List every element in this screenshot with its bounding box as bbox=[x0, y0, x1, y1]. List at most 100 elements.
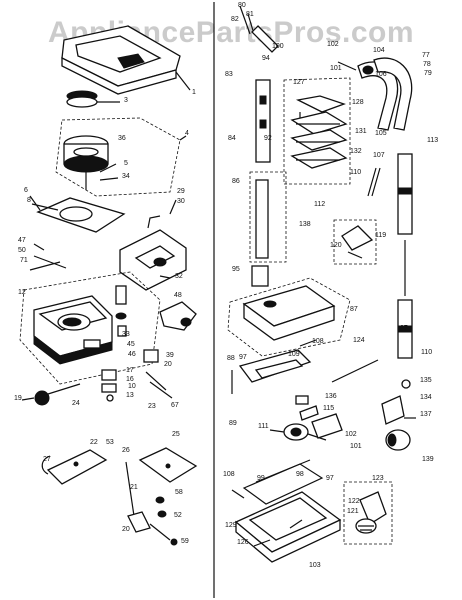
callout-98: 98 bbox=[296, 471, 304, 478]
callout-107: 107 bbox=[373, 152, 385, 159]
callout-81: 81 bbox=[246, 11, 254, 18]
part-plate bbox=[138, 447, 198, 483]
callout-5: 5 bbox=[124, 160, 128, 167]
callout-71: 71 bbox=[20, 257, 28, 264]
callout-92: 92 bbox=[264, 135, 272, 142]
callout-84: 84 bbox=[228, 135, 236, 142]
callout-25: 25 bbox=[172, 431, 180, 438]
callout-101: 101 bbox=[330, 65, 342, 72]
callout-95: 95 bbox=[232, 266, 240, 273]
callout-135: 135 bbox=[420, 377, 432, 384]
callout-79: 79 bbox=[424, 70, 432, 77]
part-upholstery-tool bbox=[333, 219, 377, 265]
callout-115: 115 bbox=[323, 405, 334, 412]
part-rod bbox=[331, 359, 379, 383]
callout-109: 109 bbox=[288, 351, 300, 358]
callout-132: 132 bbox=[350, 148, 362, 155]
callout-46: 46 bbox=[128, 351, 136, 358]
callout-39: 39 bbox=[166, 352, 174, 359]
callout-6: 6 bbox=[24, 187, 28, 194]
callout-120: 120 bbox=[330, 242, 342, 249]
callout-136: 136 bbox=[325, 393, 337, 400]
callout-52: 52 bbox=[174, 512, 182, 519]
callout-50: 50 bbox=[18, 247, 26, 254]
callout-30: 30 bbox=[177, 198, 185, 205]
callout-121: 121 bbox=[347, 508, 359, 515]
callout-4: 4 bbox=[185, 130, 189, 137]
part-crevice-tool bbox=[255, 79, 271, 163]
callout-94: 94 bbox=[262, 55, 270, 62]
callout-24: 24 bbox=[72, 400, 80, 407]
callout-33: 33 bbox=[122, 331, 130, 338]
part-pedal bbox=[41, 449, 108, 485]
callout-104: 104 bbox=[373, 47, 385, 54]
part-wheel-axle bbox=[21, 383, 81, 406]
callout-131: 131 bbox=[355, 128, 367, 135]
callout-27: 27 bbox=[400, 325, 408, 332]
callout-12: 12 bbox=[18, 289, 26, 296]
part-linkage bbox=[125, 461, 178, 546]
callout-126: 126 bbox=[237, 539, 249, 546]
callout-45: 45 bbox=[127, 341, 135, 348]
callout-67: 67 bbox=[171, 402, 179, 409]
part-bracket bbox=[311, 413, 343, 439]
callout-47: 47 bbox=[18, 237, 26, 244]
callout-3: 3 bbox=[124, 97, 128, 104]
callout-102: 102 bbox=[327, 41, 339, 48]
part-wand-top bbox=[239, 5, 279, 53]
callout-102: 102 bbox=[345, 431, 357, 438]
part-base-body bbox=[19, 271, 161, 385]
callout-34: 34 bbox=[122, 173, 130, 180]
callout-23: 23 bbox=[148, 403, 156, 410]
callout-97: 97 bbox=[326, 475, 334, 482]
callout-138: 138 bbox=[299, 221, 311, 228]
callout-26: 26 bbox=[122, 447, 130, 454]
part-bent-wand bbox=[337, 57, 413, 131]
callout-20: 20 bbox=[122, 526, 130, 533]
part-screws-left bbox=[29, 243, 171, 279]
callout-122: 122 bbox=[348, 498, 360, 505]
part-tube bbox=[249, 171, 287, 263]
callout-139: 139 bbox=[422, 456, 434, 463]
callout-129: 129 bbox=[225, 522, 237, 529]
part-nozzle bbox=[231, 459, 342, 563]
callout-103: 103 bbox=[309, 562, 321, 569]
callout-82: 82 bbox=[231, 16, 239, 23]
callout-89: 89 bbox=[229, 420, 237, 427]
part-disc bbox=[66, 90, 120, 108]
callout-48: 48 bbox=[174, 292, 182, 299]
part-brush-roll bbox=[343, 481, 393, 545]
callout-112: 112 bbox=[314, 201, 325, 208]
callout-110: 110 bbox=[350, 169, 361, 176]
callout-1: 1 bbox=[192, 89, 196, 96]
part-motor bbox=[269, 395, 327, 441]
callout-106: 106 bbox=[375, 71, 387, 78]
callout-36: 36 bbox=[118, 135, 126, 142]
callout-99: 99 bbox=[257, 475, 265, 482]
callout-53: 53 bbox=[106, 439, 114, 446]
part-motor-assembly bbox=[55, 117, 187, 197]
part-extension bbox=[367, 167, 381, 197]
callout-17: 17 bbox=[126, 367, 134, 374]
callout-22: 22 bbox=[90, 439, 98, 446]
callout-32: 32 bbox=[175, 273, 183, 280]
part-brush-group bbox=[283, 77, 351, 185]
callout-20: 20 bbox=[164, 361, 172, 368]
callout-100: 100 bbox=[272, 43, 284, 50]
callout-127: 127 bbox=[293, 79, 305, 86]
callout-97: 97 bbox=[239, 354, 247, 361]
part-base-frame bbox=[231, 339, 317, 394]
callout-21: 21 bbox=[130, 484, 138, 491]
callout-128: 128 bbox=[352, 99, 364, 106]
callout-59: 59 bbox=[181, 538, 189, 545]
callout-88: 88 bbox=[227, 355, 235, 362]
part-lower-housing bbox=[227, 277, 351, 357]
callout-124: 124 bbox=[353, 337, 365, 344]
callout-27: 27 bbox=[43, 456, 51, 463]
callout-111: 111 bbox=[258, 423, 269, 430]
callout-101: 101 bbox=[350, 443, 362, 450]
callout-77: 77 bbox=[422, 52, 430, 59]
callout-134: 134 bbox=[420, 394, 432, 401]
